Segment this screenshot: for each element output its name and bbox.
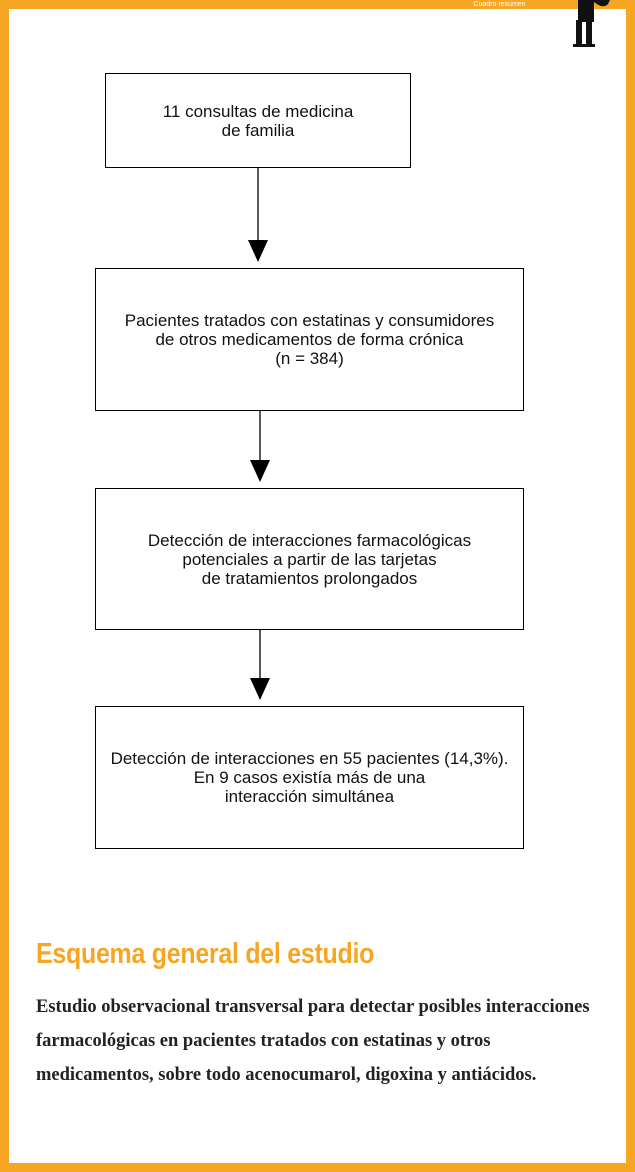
section-summary: Estudio observacional transversal para d… <box>36 997 590 1085</box>
corner-tab: Cuadro resumen <box>437 0 562 9</box>
arrow-1 <box>248 168 268 262</box>
flow-step-text: de familia <box>221 120 295 140</box>
flow-step-text: (n = 384) <box>275 349 344 368</box>
flow-step-text: Pacientes tratados con estatinas y consu… <box>124 311 495 330</box>
corner-tab-label: Cuadro resumen <box>473 1 526 8</box>
flowchart-arrows <box>248 168 270 700</box>
flow-step-text: potenciales a partir de las tarjetas <box>182 549 437 569</box>
flow-step-text: interacción simultánea <box>224 787 395 806</box>
flow-step-text: de tratamientos prolongados <box>201 568 418 588</box>
person-figure-icon <box>573 0 610 47</box>
flow-step-deteccion-potencial: Detección de interacciones farmacológica… <box>95 488 524 630</box>
arrow-2 <box>250 411 270 482</box>
flow-step-pacientes: Pacientes tratados con estatinas y consu… <box>95 268 524 411</box>
flow-step-text: En 9 casos existía más de una <box>193 768 426 787</box>
flow-step-text: Detección de interacciones farmacológica… <box>147 530 472 550</box>
flow-step-text: 11 consultas de medicina <box>162 101 354 121</box>
flow-step-text: de otros medicamentos de forma crónica <box>155 330 464 349</box>
flow-step-text: Detección de interacciones en 55 pacient… <box>110 749 509 768</box>
arrow-3 <box>250 630 270 700</box>
section-title: Esquema general del estudio <box>36 938 375 970</box>
flow-step-consultas: 11 consultas de medicina de familia <box>105 73 411 168</box>
flow-step-resultado: Detección de interacciones en 55 pacient… <box>95 706 524 849</box>
